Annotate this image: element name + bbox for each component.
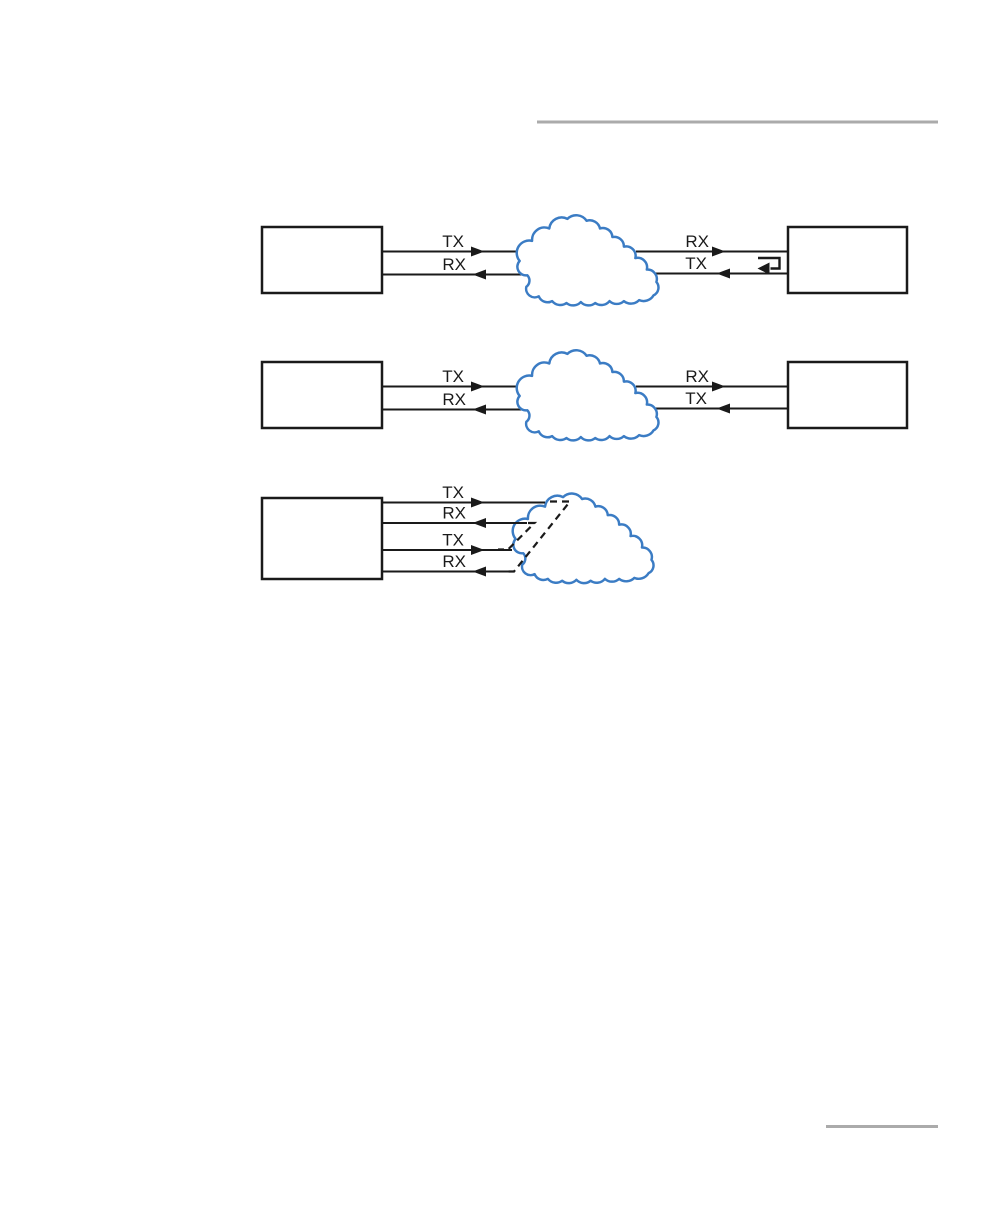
arrow-right-icon — [712, 381, 726, 392]
loopback-dashed-path — [504, 500, 573, 573]
arrow-left-icon — [716, 268, 730, 279]
network-cloud-icon — [515, 213, 660, 307]
tx-label: TX — [685, 254, 707, 273]
tx-label: TX — [685, 389, 707, 408]
rx-label: RX — [685, 232, 709, 251]
rx-label: RX — [442, 390, 466, 409]
network-cloud-icon — [515, 348, 660, 442]
tx-label: TX — [442, 483, 464, 502]
arrow-left-icon — [472, 404, 486, 415]
arrow-left-icon — [472, 269, 486, 280]
network-cloud-icon — [511, 492, 655, 585]
footer-rule — [826, 1125, 938, 1128]
rx-label: RX — [685, 367, 709, 386]
tx-label: TX — [442, 531, 464, 550]
arrow-right-icon — [471, 246, 485, 257]
device-box-left — [260, 496, 384, 581]
rx-label: RX — [442, 504, 466, 523]
device-box-left — [260, 225, 384, 295]
arrow-left-icon — [716, 403, 730, 414]
header-rule — [537, 120, 938, 124]
arrow-left-icon — [472, 566, 486, 577]
rx-label: RX — [442, 255, 466, 274]
arrow-right-icon — [471, 545, 485, 555]
device-box-right — [786, 225, 909, 295]
arrow-left-icon — [472, 518, 486, 528]
device-box-left — [260, 360, 384, 430]
diagram-remote-loopback: TX RX RX TX — [260, 213, 909, 307]
diagram-network-loopback: TX RX TX RX — [260, 483, 655, 585]
loopback-corner-path — [758, 256, 781, 270]
loopback-dashed-path — [498, 521, 538, 551]
arrow-right-icon — [471, 497, 485, 508]
tx-label: TX — [442, 232, 464, 251]
arrow-right-icon — [712, 246, 726, 257]
arrow-left-icon — [757, 262, 770, 275]
loopback-icon — [757, 256, 781, 275]
arrow-right-icon — [471, 381, 485, 392]
tx-label: TX — [442, 367, 464, 386]
diagram-end-to-end: TX RX RX TX — [260, 348, 909, 442]
device-box-right — [786, 360, 909, 430]
rx-label: RX — [442, 552, 466, 571]
